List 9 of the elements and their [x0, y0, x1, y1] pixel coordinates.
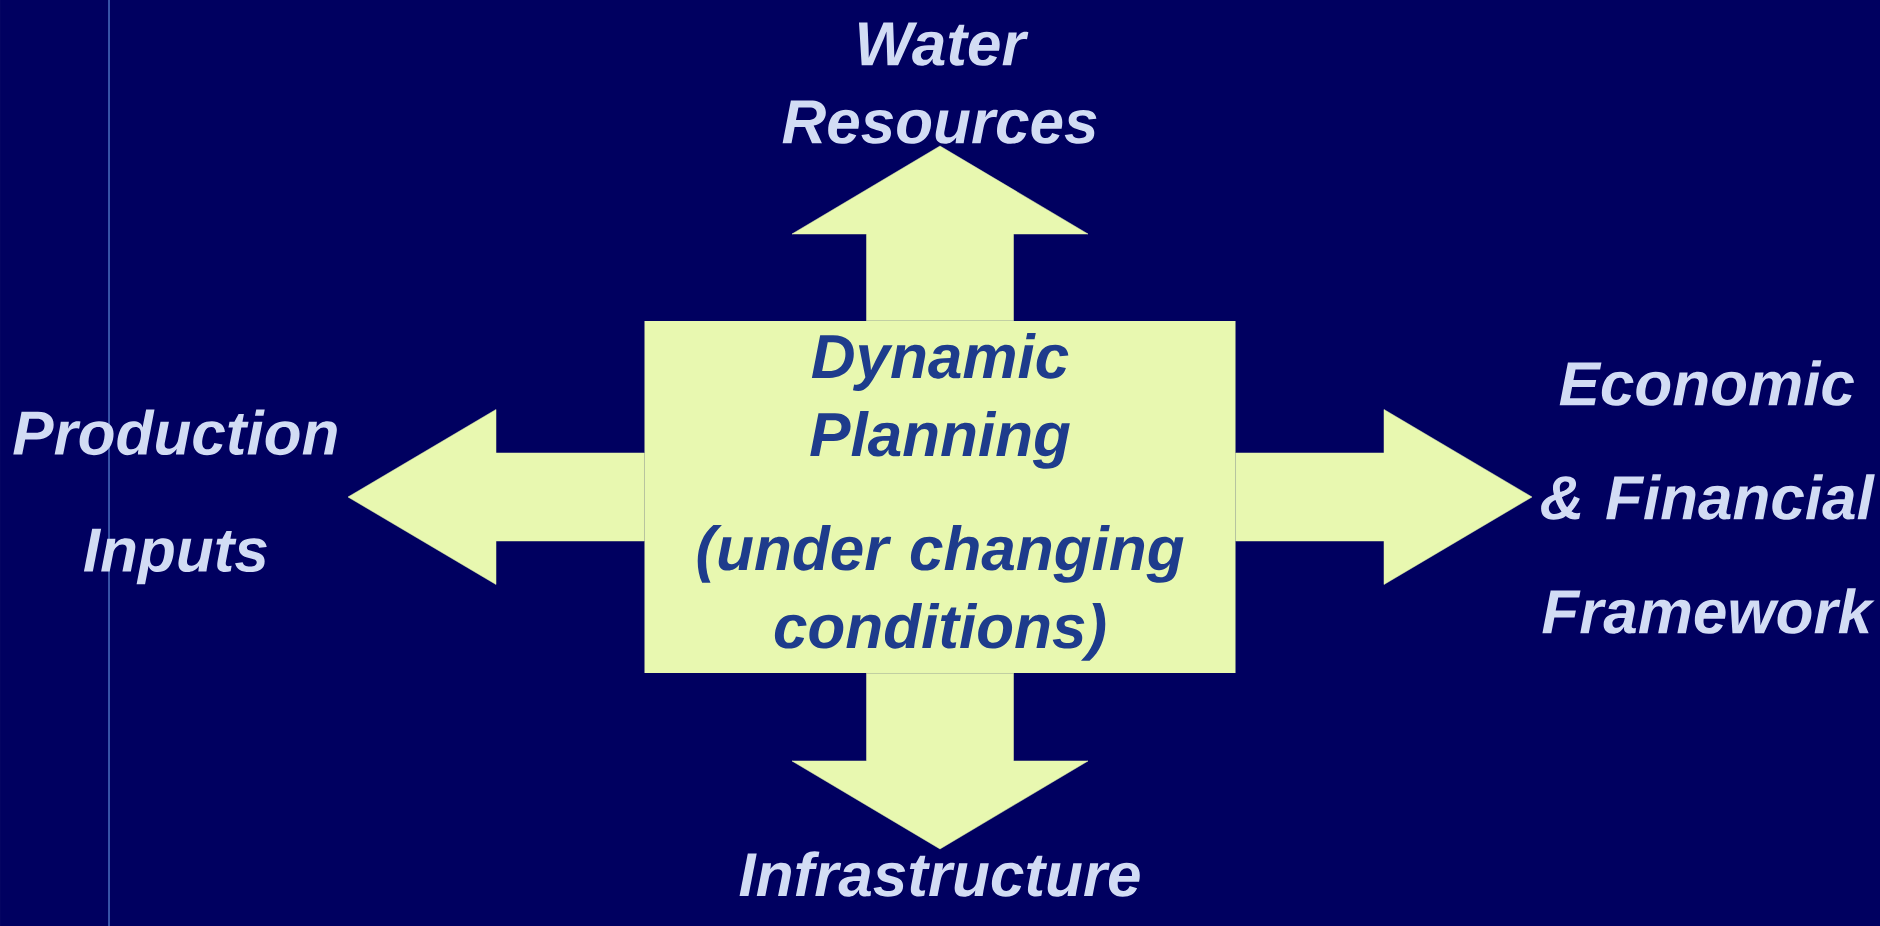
category-label: Infrastructure — [739, 851, 1140, 897]
arrow — [791, 672, 1089, 850]
category-label: Water Resources — [782, 22, 1097, 144]
category-label: Economic & Financial Framework — [1541, 360, 1875, 634]
planning-box: Dynamic Planning (under changing conditions) — [644, 321, 1236, 673]
arrow — [791, 145, 1089, 322]
arrow — [1235, 409, 1533, 585]
category-label: Production Inputs — [13, 409, 337, 585]
arrow — [347, 409, 645, 585]
